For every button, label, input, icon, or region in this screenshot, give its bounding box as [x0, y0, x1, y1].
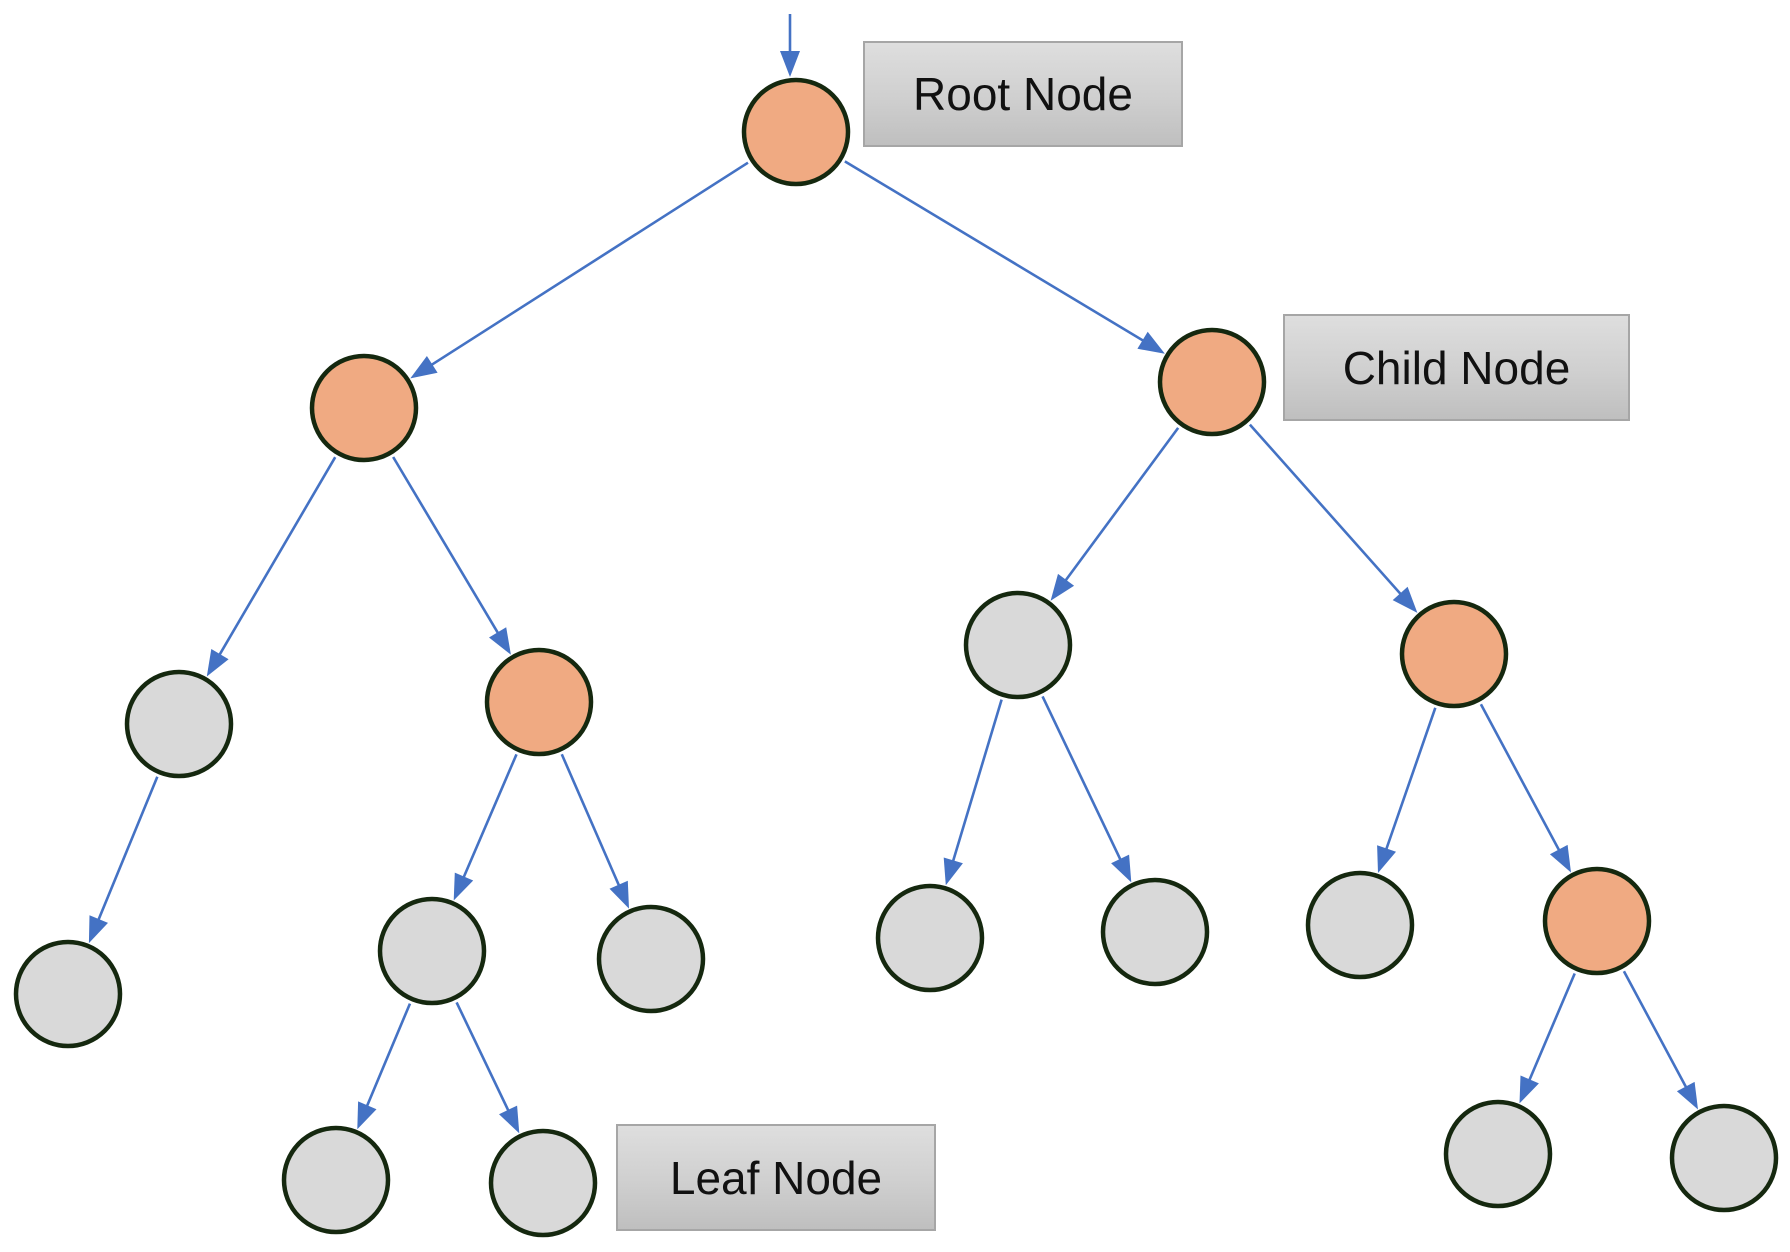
edge-arrow-line [560, 753, 622, 889]
entry-arrow-head [780, 51, 800, 77]
edge-arrow-head [206, 649, 229, 677]
edge-arrow [206, 456, 337, 677]
edge-arrow [1041, 695, 1132, 883]
tree-node [963, 590, 1073, 700]
edge-arrow-head [943, 857, 963, 886]
edge-arrow-line [455, 1001, 511, 1115]
edge-arrow [392, 456, 511, 655]
edge-arrow [410, 161, 749, 379]
edge-arrow [453, 753, 518, 901]
tree-node [875, 883, 985, 993]
entry-arrow [780, 14, 800, 77]
edge-arrow-line [1384, 707, 1437, 853]
edge-arrow [560, 753, 629, 909]
edge-arrow-line [950, 699, 1003, 865]
edge-arrow-line [844, 160, 1147, 344]
tree-node [1669, 1103, 1779, 1213]
tree-node [596, 904, 706, 1014]
edge-arrow-head [1137, 331, 1165, 354]
edges-layer [88, 14, 1698, 1134]
edge-arrow-line [96, 776, 159, 924]
edge-arrow [1050, 427, 1180, 601]
tree-node [484, 647, 594, 757]
edge-arrow-head [1111, 854, 1132, 883]
tree-node [488, 1128, 598, 1238]
root-node [741, 77, 851, 187]
edge-arrow [88, 776, 159, 944]
edge-arrow-head [489, 627, 511, 655]
root-node-label: Root Node [863, 41, 1183, 147]
tree-node [1443, 1099, 1553, 1209]
edge-arrow-head [1392, 586, 1418, 613]
tree-node [1542, 866, 1652, 976]
tree-node [1399, 599, 1509, 709]
edge-arrow-head [1377, 845, 1396, 873]
edge-arrow-line [1248, 423, 1404, 598]
tree-node [1100, 877, 1210, 987]
edge-arrow-head [1549, 844, 1571, 873]
tree-node [377, 896, 487, 1006]
edge-arrow-head [410, 356, 438, 379]
edge-arrow-line [392, 456, 501, 637]
edge-arrow-head [88, 915, 108, 944]
edge-arrow-head [453, 872, 474, 901]
edge-arrow-line [461, 753, 518, 881]
edge-arrow-head [1050, 573, 1075, 601]
edge-arrow-line [364, 1003, 412, 1110]
edge-arrow [1622, 970, 1698, 1110]
leaf-node-label: Leaf Node [616, 1124, 936, 1231]
edge-arrow-head [357, 1101, 377, 1130]
tree-node [13, 939, 123, 1049]
edge-arrow-line [428, 161, 749, 368]
edge-arrow-line [1479, 703, 1562, 854]
child-node-label: Child Node [1283, 314, 1630, 421]
tree-node [1157, 327, 1267, 437]
edge-arrow [357, 1003, 412, 1130]
edge-arrow-line [216, 456, 337, 659]
edge-arrow [1519, 972, 1576, 1104]
tree-node [1305, 870, 1415, 980]
edge-arrow-head [1676, 1081, 1698, 1110]
edge-arrow-line [1062, 427, 1180, 584]
tree-node [281, 1125, 391, 1235]
edge-arrow [1479, 703, 1571, 873]
edge-arrow-line [1526, 972, 1576, 1084]
edge-arrow-line [1622, 970, 1689, 1091]
edge-arrow [455, 1001, 520, 1134]
edge-arrow [1377, 707, 1437, 873]
edge-arrow [1248, 423, 1418, 613]
edge-arrow-line [1041, 695, 1124, 864]
nodes-layer [13, 77, 1779, 1238]
edge-arrow [844, 160, 1165, 354]
edge-arrow [943, 699, 1003, 886]
tree-node [124, 669, 234, 779]
tree-node [309, 353, 419, 463]
edge-arrow-head [499, 1105, 520, 1134]
edge-arrow-head [1519, 1075, 1539, 1104]
edge-arrow-head [609, 880, 629, 909]
